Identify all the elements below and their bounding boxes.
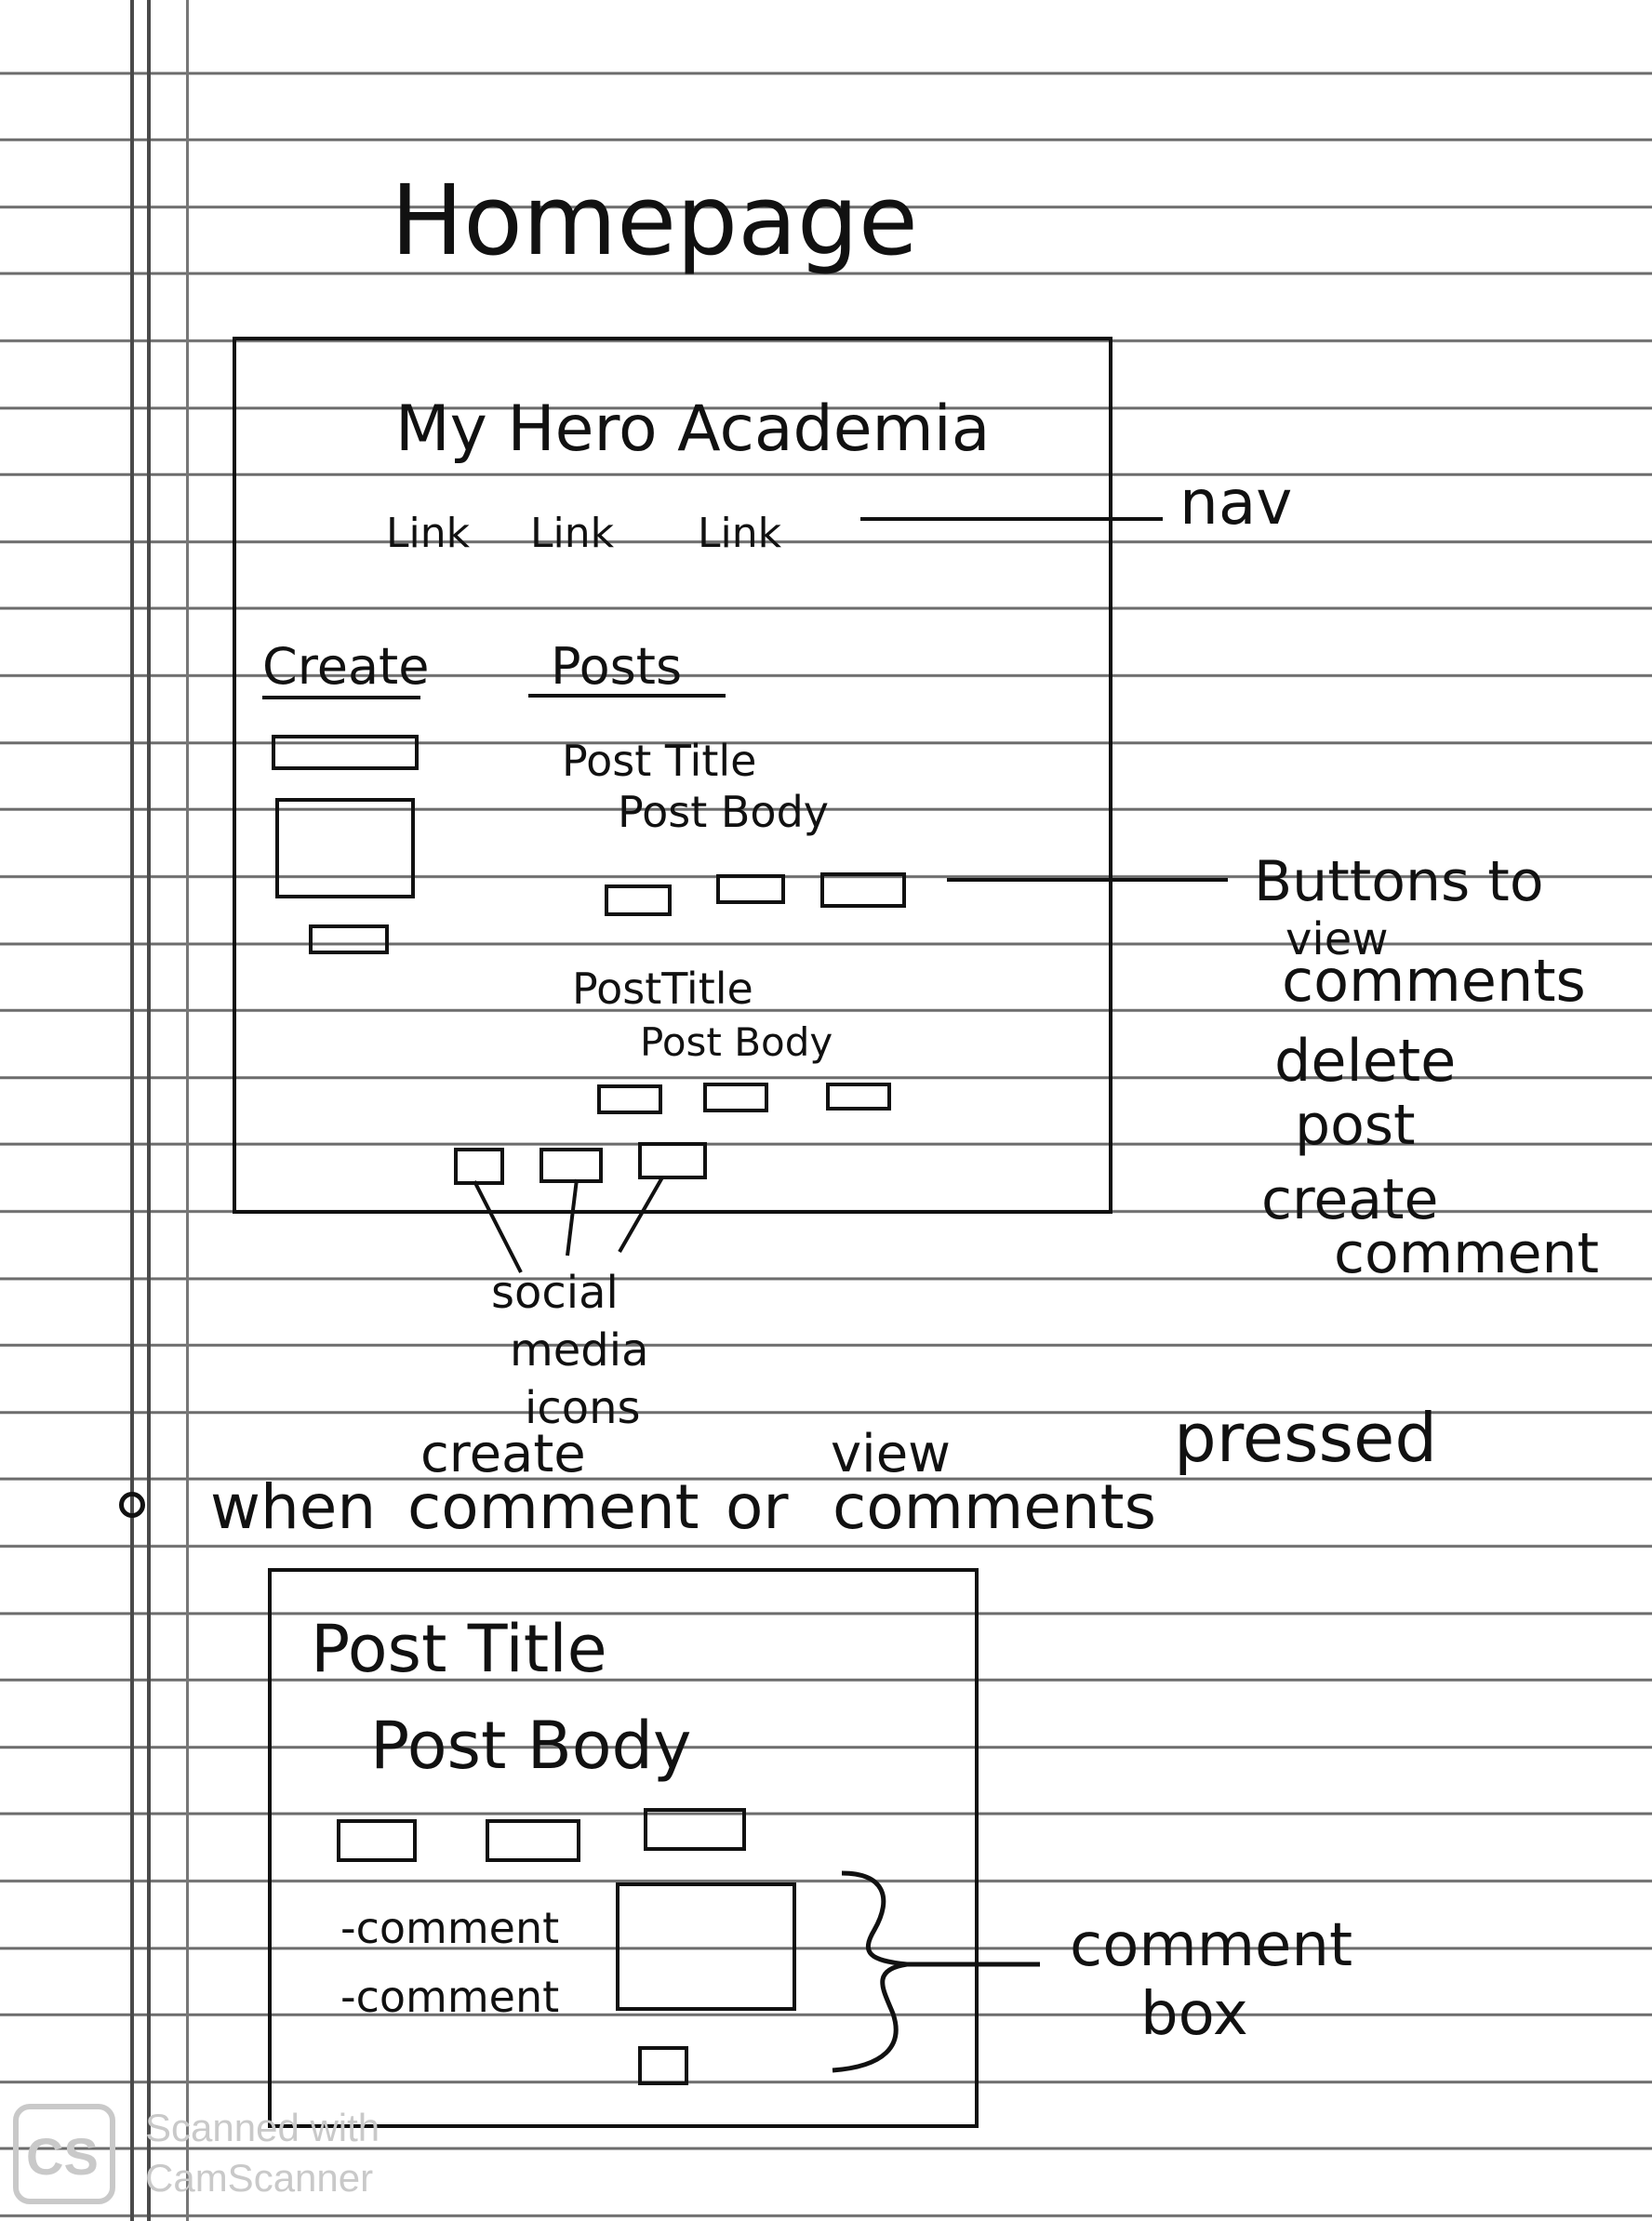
- create-comment-button[interactable]: [820, 872, 906, 908]
- note-comment: comment: [407, 1471, 699, 1543]
- homepage-wireframe: [233, 337, 1112, 1214]
- margin-line-left: [130, 0, 134, 2221]
- annotation-line: icons: [525, 1382, 641, 1434]
- detail-post-title: Post Title: [311, 1611, 607, 1687]
- camscanner-logo: CS: [13, 2104, 115, 2204]
- nav-link-1[interactable]: Link: [386, 510, 471, 557]
- annotation-line: social: [491, 1267, 619, 1319]
- post-detail-wireframe: [268, 1568, 979, 2128]
- annotation-line: comment: [1070, 1911, 1353, 1980]
- annotation-line: media: [510, 1324, 649, 1376]
- social-icon[interactable]: [638, 1142, 707, 1179]
- annotation-line: comments: [1282, 947, 1586, 1015]
- annotation-line: view: [1286, 913, 1389, 965]
- nav-annotation: nav: [1179, 467, 1293, 539]
- create-body-input[interactable]: [275, 798, 415, 898]
- posts-heading: Posts: [551, 637, 683, 696]
- page-title: Homepage: [391, 164, 918, 277]
- annotation-line: create: [1261, 1167, 1439, 1232]
- posts-heading-underline: [528, 694, 726, 698]
- watermark-line-1: Scanned with: [145, 2106, 380, 2149]
- note-comments: comments: [833, 1471, 1156, 1543]
- create-comment-button[interactable]: [644, 1808, 746, 1851]
- view-comments-button[interactable]: [605, 884, 672, 916]
- delete-post-button[interactable]: [703, 1083, 768, 1112]
- watermark-line-2: CamScanner: [145, 2156, 374, 2200]
- margin-line-inner: [147, 0, 151, 2221]
- create-submit-button[interactable]: [309, 924, 389, 954]
- post-body: Post Body: [640, 1019, 833, 1065]
- create-heading: Create: [262, 637, 430, 696]
- comment-input-box[interactable]: [616, 1882, 796, 2011]
- create-comment-button[interactable]: [826, 1083, 891, 1110]
- social-icon[interactable]: [454, 1148, 504, 1185]
- comment-submit-button[interactable]: [638, 2046, 688, 2085]
- create-heading-underline: [262, 696, 420, 699]
- annotation-line: post: [1295, 1093, 1416, 1158]
- social-icon[interactable]: [540, 1148, 603, 1183]
- detail-post-body: Post Body: [370, 1708, 692, 1784]
- note-view-label: view: [831, 1424, 951, 1484]
- post-title: PostTitle: [572, 964, 753, 1014]
- nav-link-2[interactable]: Link: [530, 510, 615, 557]
- buttons-pointer-line: [947, 878, 1228, 882]
- nav-pointer-line: [860, 517, 1163, 521]
- margin-line-faint: [186, 0, 189, 2221]
- view-comments-button[interactable]: [597, 1084, 662, 1114]
- annotation-line: Buttons to: [1254, 849, 1544, 914]
- note-when: when: [210, 1471, 377, 1543]
- site-title: My Hero Academia: [395, 392, 991, 466]
- annotation-line: delete: [1274, 1027, 1457, 1095]
- nav-link-3[interactable]: Link: [698, 510, 782, 557]
- delete-post-button[interactable]: [716, 874, 785, 904]
- comment-item: -comment: [340, 1972, 560, 2022]
- view-comments-button[interactable]: [337, 1819, 417, 1862]
- annotation-line: box: [1140, 1980, 1248, 2049]
- post-body: Post Body: [618, 787, 829, 837]
- bullet-point: [119, 1492, 145, 1518]
- note-create-label: create: [420, 1424, 586, 1484]
- annotation-line: comment: [1334, 1221, 1600, 1286]
- camscanner-logo-text: CS: [26, 2127, 99, 2186]
- create-title-input[interactable]: [272, 735, 419, 770]
- comment-item: -comment: [340, 1903, 560, 1953]
- note-or: or: [726, 1471, 789, 1543]
- post-title: Post Title: [562, 736, 757, 786]
- note-pressed: pressed: [1174, 1399, 1438, 1477]
- delete-post-button[interactable]: [486, 1819, 580, 1862]
